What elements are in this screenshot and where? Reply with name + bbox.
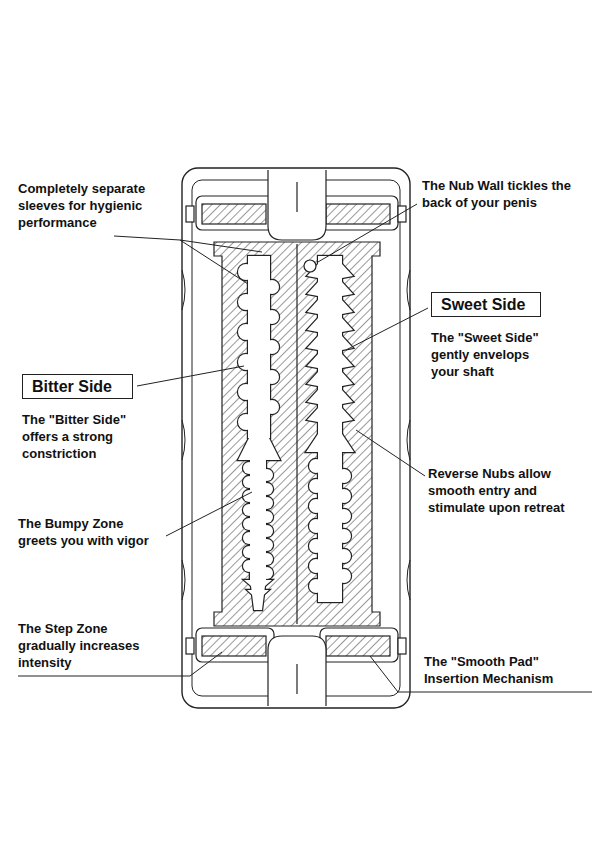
bottom-cap-part — [186, 638, 194, 654]
bottom-cap-part — [296, 664, 297, 694]
bitter-channel-part — [238, 256, 280, 610]
sleeve-body — [214, 242, 380, 626]
bottom-cap-part — [398, 638, 406, 654]
nub-wall — [304, 260, 316, 272]
bottom-cap-part — [202, 636, 266, 656]
sleeve-body-part — [214, 242, 380, 626]
top-cap-part — [202, 204, 266, 224]
bottom-cap-part — [320, 628, 398, 662]
callout-label: Reverse Nubs allow smooth entry and stim… — [428, 465, 593, 516]
callout-box: Sweet SideThe "Sweet Side" gently envelo… — [431, 292, 556, 380]
bitter-channel — [238, 256, 280, 610]
leader-lines-part — [346, 308, 428, 350]
leader-lines-part — [166, 492, 252, 536]
callout-label: The Bumpy Zone greets you with vigor — [18, 515, 163, 549]
sweet-channel-part — [306, 256, 354, 602]
bottom-cap-part — [326, 636, 390, 656]
top-cap-part — [186, 206, 194, 222]
bottom-cap — [186, 628, 406, 706]
callout-label: The Nub Wall tickles the back of your pe… — [422, 177, 582, 211]
leader-lines-part — [114, 236, 262, 252]
top-cap-part — [268, 170, 326, 240]
sweet-channel — [306, 256, 354, 602]
callout-label: The "Smooth Pad" Insertion Mechanism — [424, 653, 589, 687]
bottom-cap-part — [196, 628, 274, 662]
bottom-cap-part — [268, 636, 326, 706]
leader-lines-part — [356, 430, 425, 476]
top-cap-part — [196, 196, 274, 230]
bitter-channel-part — [238, 256, 280, 610]
sleeve-body-part — [296, 244, 297, 624]
housing — [182, 168, 410, 708]
top-cap-part — [296, 182, 297, 212]
callout-label: The Step Zone gradually increases intens… — [18, 620, 168, 671]
top-cap-part — [326, 204, 390, 224]
leader-lines-part — [180, 240, 248, 284]
callout-text: The "Sweet Side" gently envelops your sh… — [431, 329, 556, 380]
callout-box: Bitter SideThe "Bitter Side" offers a st… — [22, 374, 150, 462]
sweet-channel-part — [306, 256, 354, 602]
callout-heading: Bitter Side — [22, 374, 133, 399]
callout-label: Completely separate sleeves for hygienic… — [18, 180, 183, 231]
callout-heading: Sweet Side — [431, 292, 541, 317]
leader-lines-part — [137, 366, 244, 386]
leader-lines — [18, 204, 592, 692]
leader-lines-part — [318, 204, 417, 262]
callout-text: The "Bitter Side" offers a strong constr… — [22, 411, 150, 462]
housing-part — [182, 168, 410, 708]
top-cap-part — [320, 196, 398, 230]
